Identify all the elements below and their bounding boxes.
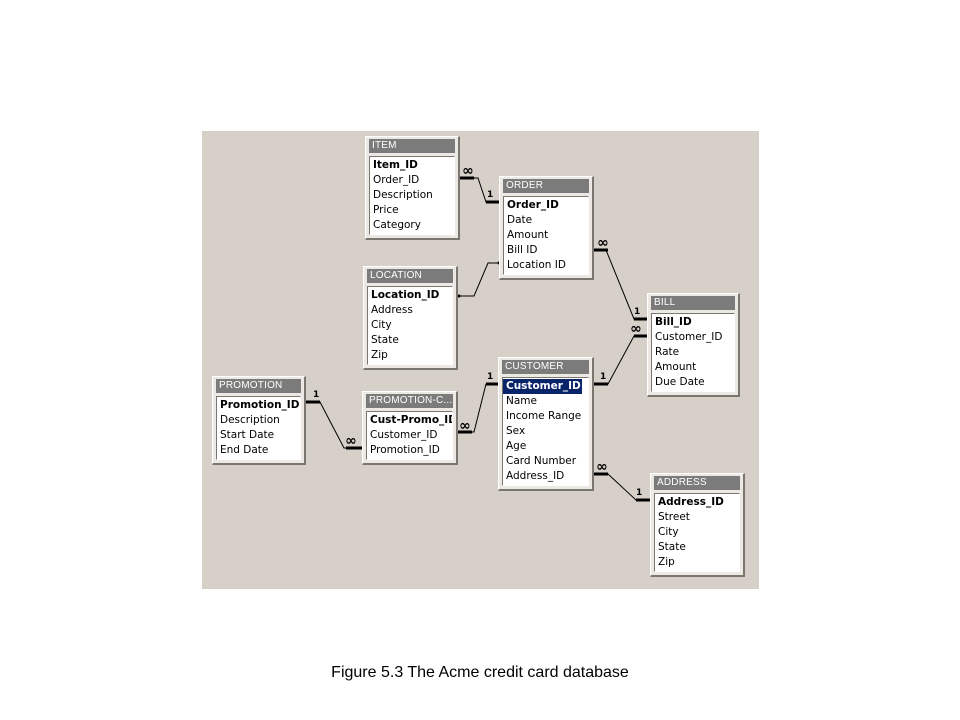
field[interactable]: Location ID bbox=[507, 259, 566, 271]
card-customer-one-left: 1 bbox=[487, 372, 494, 382]
field[interactable]: Name bbox=[506, 395, 537, 407]
field[interactable]: Zip bbox=[658, 556, 675, 568]
field[interactable]: Income Range bbox=[506, 410, 582, 422]
card-item-many: ∞ bbox=[462, 163, 474, 179]
field-key-selected[interactable]: Customer_ID bbox=[503, 379, 582, 394]
card-customer-many: ∞ bbox=[596, 459, 608, 475]
field[interactable]: State bbox=[658, 541, 686, 553]
field-list: Order_ID Date Amount Bill ID Location ID bbox=[503, 196, 589, 275]
table-order[interactable]: ORDER Order_ID Date Amount Bill ID Locat… bbox=[499, 176, 594, 280]
field[interactable]: Description bbox=[373, 189, 433, 201]
field[interactable]: End Date bbox=[220, 444, 269, 456]
field-list: Item_ID Order_ID Description Price Categ… bbox=[369, 156, 455, 235]
field[interactable]: Customer_ID bbox=[370, 429, 438, 441]
card-bill-one: 1 bbox=[634, 307, 641, 317]
field[interactable]: City bbox=[658, 526, 679, 538]
table-item[interactable]: ITEM Item_ID Order_ID Description Price … bbox=[365, 136, 460, 240]
card-order-many: ∞ bbox=[597, 235, 609, 251]
card-address-one: 1 bbox=[636, 488, 643, 498]
field-key[interactable]: Cust-Promo_ID bbox=[370, 414, 452, 426]
figure-caption: Figure 5.3 The Acme credit card database bbox=[331, 664, 629, 681]
field-key[interactable]: Promotion_ID bbox=[220, 399, 300, 411]
field[interactable]: Promotion_ID bbox=[370, 444, 440, 456]
field[interactable]: Category bbox=[373, 219, 421, 231]
field[interactable]: Price bbox=[373, 204, 399, 216]
field[interactable]: Customer_ID bbox=[655, 331, 723, 343]
field[interactable]: Due Date bbox=[655, 376, 705, 388]
table-title[interactable]: ADDRESS bbox=[654, 476, 740, 490]
table-promotion[interactable]: PROMOTION Promotion_ID Description Start… bbox=[212, 376, 306, 465]
field-key[interactable]: Location_ID bbox=[371, 289, 440, 301]
field[interactable]: Street bbox=[658, 511, 690, 523]
field[interactable]: State bbox=[371, 334, 399, 346]
field[interactable]: Age bbox=[506, 440, 527, 452]
table-title[interactable]: BILL bbox=[651, 296, 735, 310]
table-location[interactable]: LOCATION Location_ID Address City State … bbox=[363, 266, 458, 370]
card-promoc-many-left: ∞ bbox=[345, 433, 357, 449]
field-key[interactable]: Order_ID bbox=[507, 199, 559, 211]
field-list: Cust-Promo_ID Customer_ID Promotion_ID bbox=[366, 411, 453, 460]
field-key[interactable]: Item_ID bbox=[373, 159, 418, 171]
field-key[interactable]: Bill_ID bbox=[655, 316, 692, 328]
field[interactable]: Start Date bbox=[220, 429, 275, 441]
table-promotion-c[interactable]: PROMOTION-C... Cust-Promo_ID Customer_ID… bbox=[362, 391, 458, 465]
field[interactable]: Address bbox=[371, 304, 413, 316]
field-list: Customer_ID Name Income Range Sex Age Ca… bbox=[502, 377, 589, 486]
field[interactable]: Order_ID bbox=[373, 174, 420, 186]
table-title[interactable]: PROMOTION bbox=[216, 379, 301, 393]
field-key[interactable]: Address_ID bbox=[658, 496, 724, 508]
field[interactable]: Sex bbox=[506, 425, 526, 437]
table-title[interactable]: ITEM bbox=[369, 139, 455, 153]
card-promotion-one: 1 bbox=[313, 390, 320, 400]
card-promoc-many-right: ∞ bbox=[459, 418, 471, 434]
table-customer[interactable]: CUSTOMER Customer_ID Name Income Range S… bbox=[498, 357, 594, 491]
field[interactable]: Zip bbox=[371, 349, 388, 361]
table-title[interactable]: LOCATION bbox=[367, 269, 453, 283]
field-list: Bill_ID Customer_ID Rate Amount Due Date bbox=[651, 313, 735, 392]
table-address[interactable]: ADDRESS Address_ID Street City State Zip bbox=[650, 473, 745, 577]
card-order-one: 1 bbox=[487, 190, 494, 200]
card-customer-one-right: 1 bbox=[600, 372, 607, 382]
field-list: Address_ID Street City State Zip bbox=[654, 493, 740, 572]
field-list: Location_ID Address City State Zip bbox=[367, 286, 453, 365]
table-title[interactable]: PROMOTION-C... bbox=[366, 394, 453, 408]
table-title[interactable]: CUSTOMER bbox=[502, 360, 589, 374]
table-bill[interactable]: BILL Bill_ID Customer_ID Rate Amount Due… bbox=[647, 293, 740, 397]
field[interactable]: Card Number bbox=[506, 455, 577, 467]
field[interactable]: Amount bbox=[507, 229, 549, 241]
table-title[interactable]: ORDER bbox=[503, 179, 589, 193]
field[interactable]: Date bbox=[507, 214, 533, 226]
field[interactable]: Address_ID bbox=[506, 470, 565, 482]
field-list: Promotion_ID Description Start Date End … bbox=[216, 396, 301, 460]
field[interactable]: Description bbox=[220, 414, 280, 426]
card-bill-many: ∞ bbox=[630, 321, 642, 337]
field[interactable]: Amount bbox=[655, 361, 697, 373]
field[interactable]: Rate bbox=[655, 346, 680, 358]
field[interactable]: Bill ID bbox=[507, 244, 538, 256]
field[interactable]: City bbox=[371, 319, 392, 331]
